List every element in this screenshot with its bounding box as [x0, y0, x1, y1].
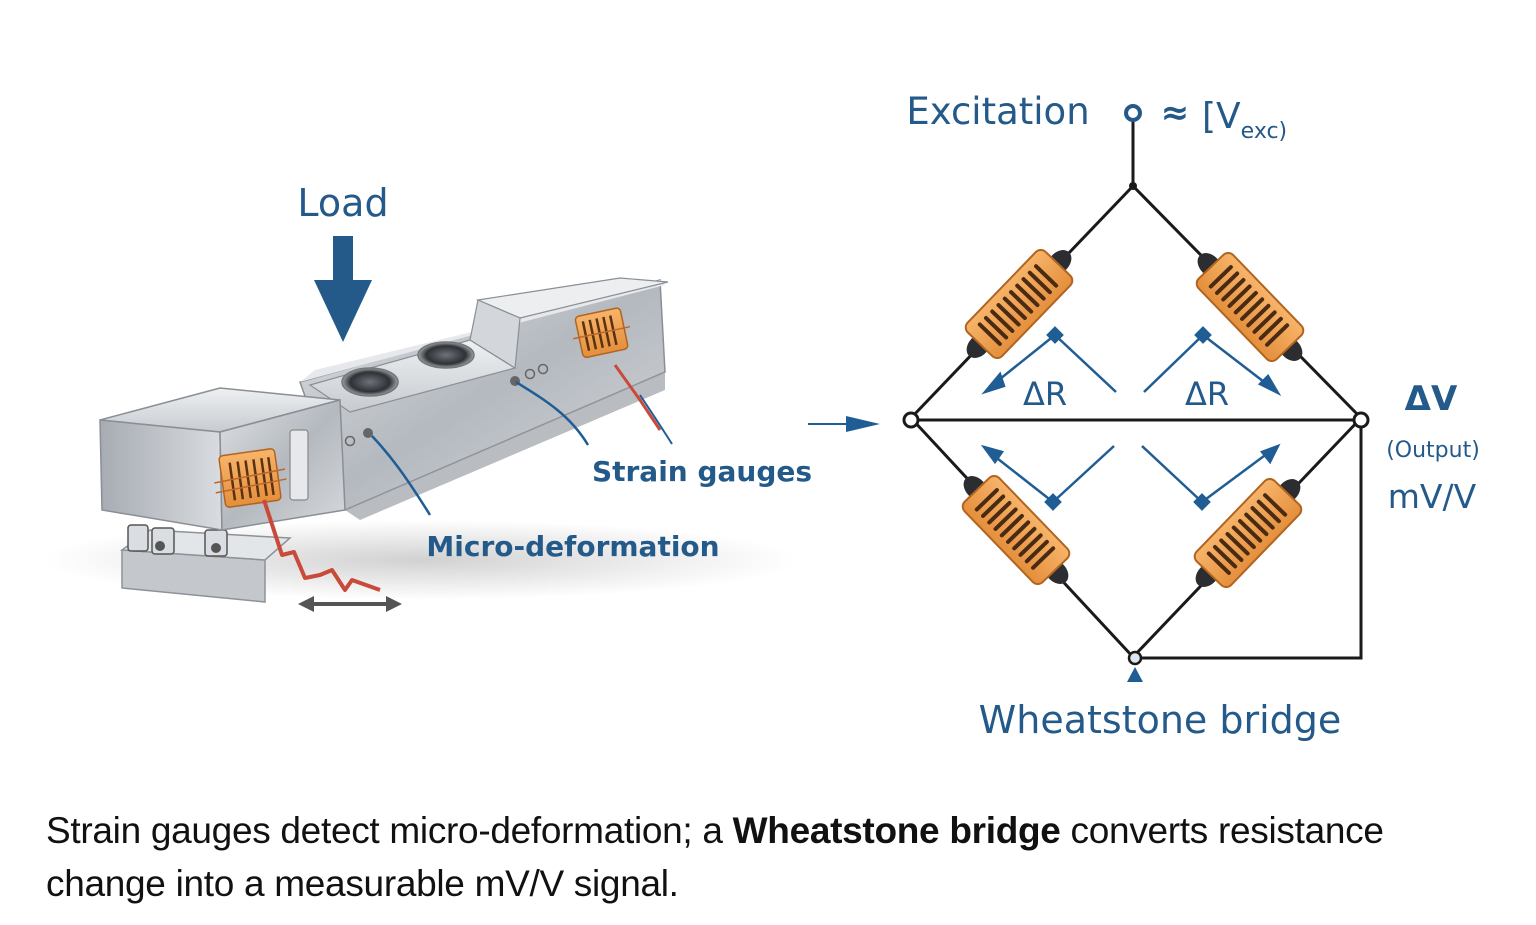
excitation-voltage-label: [Vexc): [1202, 96, 1287, 144]
ac-source-icon: ≈: [1161, 93, 1190, 133]
strain-gauge-leader-1: [515, 380, 590, 446]
caption-text-part1: Strain gauges detect micro-deformation; …: [46, 810, 733, 851]
strain-gauge-leader-2: [639, 394, 673, 445]
node-right-output: [1352, 411, 1370, 429]
output-delta-v-label: ΔV: [1405, 379, 1458, 419]
beam-hole: [417, 341, 475, 369]
junction-top: [1129, 182, 1137, 190]
resistor-top-left: [964, 248, 1074, 360]
load-cell-illustration: [40, 236, 800, 612]
wheatstone-bridge-title: Wheatstone bridge: [979, 698, 1342, 742]
wheatstone-bridge-circuit: [902, 104, 1370, 682]
mounting-foot: [119, 524, 292, 603]
micro-deformation-leader: [371, 435, 432, 516]
output-label: (Output): [1386, 438, 1480, 463]
resistor-bottom-right: [1193, 477, 1303, 589]
resistor-top-right: [1195, 251, 1305, 363]
load-label: Load: [297, 181, 388, 225]
caption: Strain gauges detect micro-deformation; …: [46, 804, 1506, 910]
down-arrow-icon: [314, 236, 372, 342]
excitation-voltage-subscript: exc): [1241, 119, 1287, 144]
delta-r-arrows: [980, 326, 1282, 511]
beam-hole: [341, 367, 399, 397]
node-bottom: [1127, 650, 1143, 666]
wire-output-return: [1140, 418, 1363, 660]
strain-gauges-label: Strain gauges: [592, 455, 812, 488]
ground-reference-icon: [1127, 667, 1143, 682]
signal-flow-arrow-icon: [808, 416, 880, 432]
delta-r-left-label: ΔR: [1023, 375, 1067, 413]
caption-text-part2: converts resistance change into a measur…: [46, 810, 1384, 904]
excitation-terminal: [1124, 104, 1142, 122]
delta-r-right-label: ΔR: [1185, 375, 1229, 413]
node-left: [902, 411, 920, 429]
resistor-bottom-left: [961, 474, 1071, 586]
strain-gauge-left: [214, 448, 287, 508]
caption-bold-term: Wheatstone bridge: [732, 810, 1061, 851]
strain-indicator-line: [613, 364, 662, 431]
double-headed-arrow-icon: [298, 596, 402, 612]
output-unit-label: mV/V: [1388, 477, 1477, 516]
excitation-label: Excitation: [906, 90, 1089, 133]
micro-deformation-label: Micro-deformation: [426, 530, 719, 563]
beam-body: [299, 277, 669, 520]
zigzag-strain-icon: [262, 499, 381, 592]
strain-gauge-right: [573, 307, 631, 359]
